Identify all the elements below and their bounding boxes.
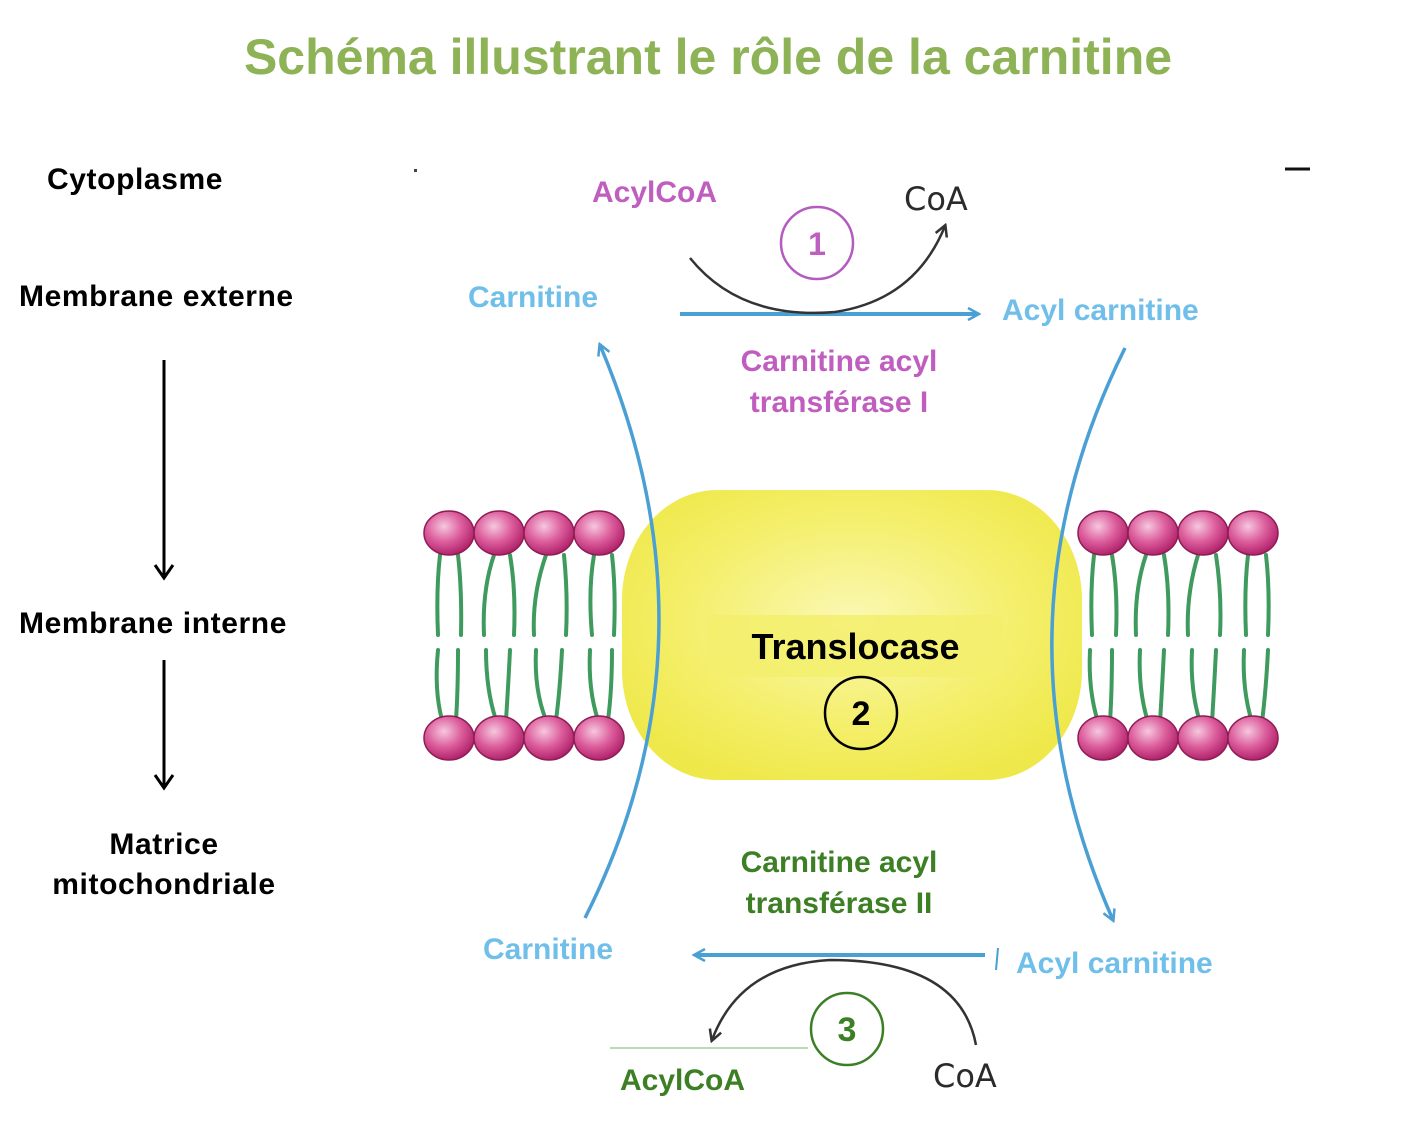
step3-acylcoa-release-arrow <box>712 958 978 1046</box>
step3-number: 3 <box>837 1011 857 1049</box>
step3-output-carnitine: Carnitine <box>483 933 614 966</box>
step3-released-acylcoa: AcylCoA <box>620 1064 746 1097</box>
step2-number: 2 <box>851 695 871 733</box>
label-matrix-line2: mitochondriale <box>52 868 276 901</box>
step3-input-acyl-carnitine: Acyl carnitine <box>1016 947 1213 980</box>
diagram-title: Schéma illustrant le rôle de la carnitin… <box>243 29 1173 85</box>
flow-arrow-inner-to-matrix <box>153 660 175 791</box>
lipid-bilayer-right <box>1077 510 1279 761</box>
step1-output-acyl-carnitine: Acyl carnitine <box>1002 294 1199 327</box>
step3-enzyme-line1: Carnitine acyl <box>740 846 938 879</box>
step1-enzyme-line1: Carnitine acyl <box>740 345 938 378</box>
flow-arrow-outer-to-inner <box>153 360 175 581</box>
step3-substrate-coa: CoA <box>933 1057 997 1095</box>
step1-substrate-acylcoa: AcylCoA <box>592 176 718 209</box>
step3-badge-circle <box>809 991 885 1067</box>
transport-arc-carnitine-out <box>583 345 661 919</box>
label-matrix-line1: Matrice <box>109 828 219 861</box>
step2-badge-circle <box>823 675 899 751</box>
edge-mark-left <box>414 169 417 172</box>
step3-arrow-tail-mark <box>995 947 999 971</box>
step1-released-coa: CoA <box>904 180 968 218</box>
step1-input-carnitine: Carnitine <box>468 281 599 314</box>
transport-arc-acylcarnitine-in <box>1050 347 1127 920</box>
lipid-bilayer-left <box>423 510 625 761</box>
step3-enzyme-line2: transférase II <box>745 887 933 920</box>
step1-number: 1 <box>808 226 826 262</box>
step1-enzyme-line2: transférase I <box>749 386 929 419</box>
label-cytoplasm: Cytoplasme <box>47 163 224 196</box>
step1-coa-release-arrow <box>689 226 945 315</box>
translocase-label-backdrop <box>708 615 1003 677</box>
label-outer-membrane: Membrane externe <box>19 280 294 313</box>
step2-enzyme-translocase: Translocase <box>751 626 960 667</box>
label-inner-membrane: Membrane interne <box>19 607 287 640</box>
step1-badge-circle <box>779 205 855 281</box>
